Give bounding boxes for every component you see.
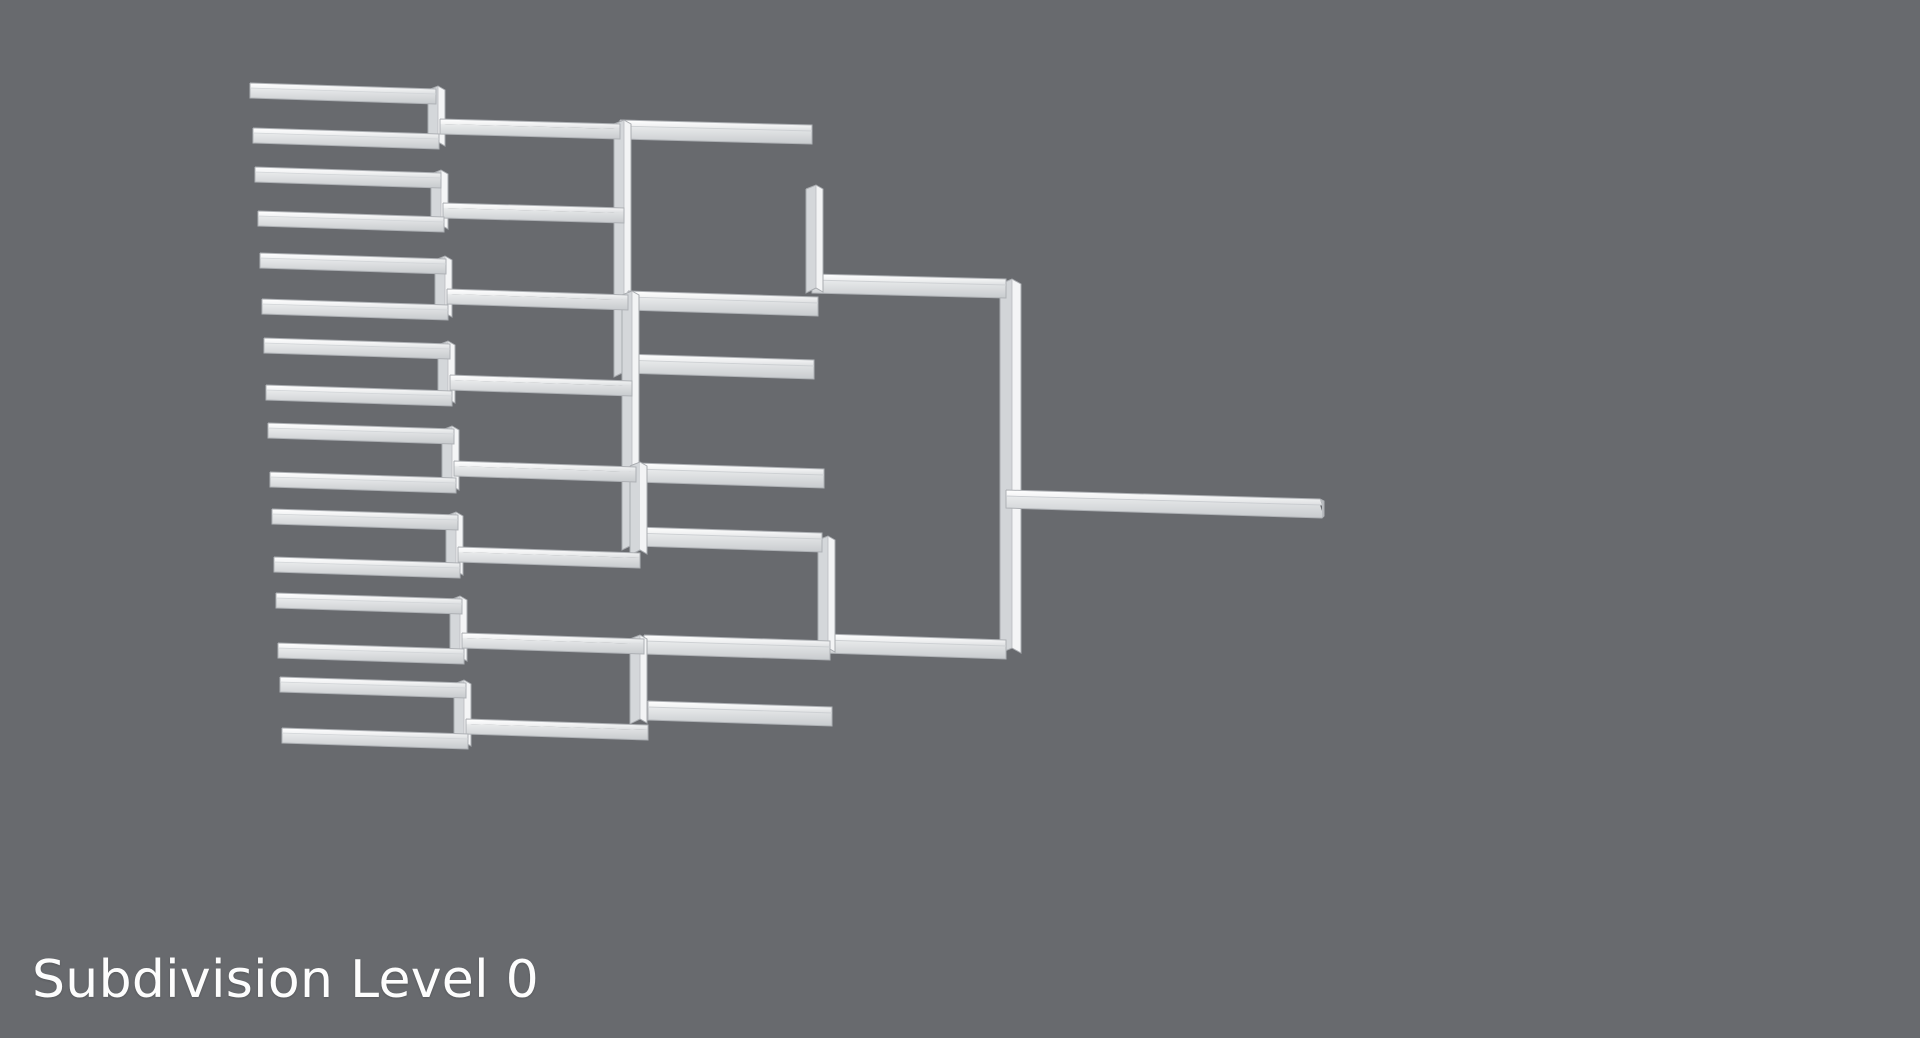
beam-l1-7-out — [461, 632, 645, 655]
beam-l2-4-bottom — [647, 700, 833, 727]
beam-leaf-15 — [279, 676, 467, 699]
beam-l2-4-top — [643, 634, 831, 661]
beam-leaf-9 — [267, 422, 455, 445]
beam-leaf-3 — [254, 166, 442, 189]
beam-leaf-13 — [275, 592, 463, 615]
beam-leaf-10 — [269, 471, 457, 494]
beam-leaf-12 — [273, 556, 461, 579]
beam-l3-up-vertical — [805, 184, 824, 294]
beam-l2-1-bottom — [621, 353, 815, 380]
beam-l2-3-top — [635, 462, 825, 489]
branch-group-root — [805, 184, 1325, 660]
branch-group-level2 — [613, 119, 833, 727]
beam-root-vertical — [999, 278, 1022, 654]
beam-l2-1-top — [619, 119, 813, 145]
beam-l1-2-out — [442, 202, 625, 224]
beam-l3-dn-vertical — [817, 535, 836, 654]
beam-l3-up-connector — [811, 273, 1007, 299]
beam-l2-4-vertical — [629, 634, 648, 725]
subdivision-level-label: Subdivision Level 0 — [32, 950, 540, 1010]
beam-leaf-11 — [271, 508, 459, 531]
beam-l1-5-out — [453, 460, 637, 483]
beam-leaf-7 — [263, 337, 451, 360]
leaf-group — [249, 82, 469, 750]
beam-l2-2-top — [627, 290, 819, 317]
beam-leaf-6 — [261, 298, 449, 321]
beam-l2-3-vertical-lower — [629, 461, 648, 556]
beam-root-trunk — [1005, 489, 1325, 519]
branch-group-level1 — [427, 85, 649, 748]
beam-leaf-14 — [277, 642, 465, 665]
beam-l1-6-out — [457, 546, 641, 569]
beam-l2-2-bottom — [633, 526, 823, 553]
beam-leaf-1 — [249, 82, 437, 105]
beam-l1-8-out — [465, 718, 649, 741]
beam-leaf-16 — [281, 727, 469, 750]
beam-leaf-5 — [259, 252, 447, 275]
beam-leaf-4 — [257, 210, 445, 233]
beam-leaf-2 — [252, 127, 440, 150]
beam-l1-1-out — [439, 118, 621, 140]
beam-leaf-8 — [265, 384, 453, 407]
beam-l1-3-out — [446, 288, 629, 311]
beam-l3-dn-connector — [823, 633, 1007, 660]
beam-l1-4-out — [449, 374, 633, 397]
